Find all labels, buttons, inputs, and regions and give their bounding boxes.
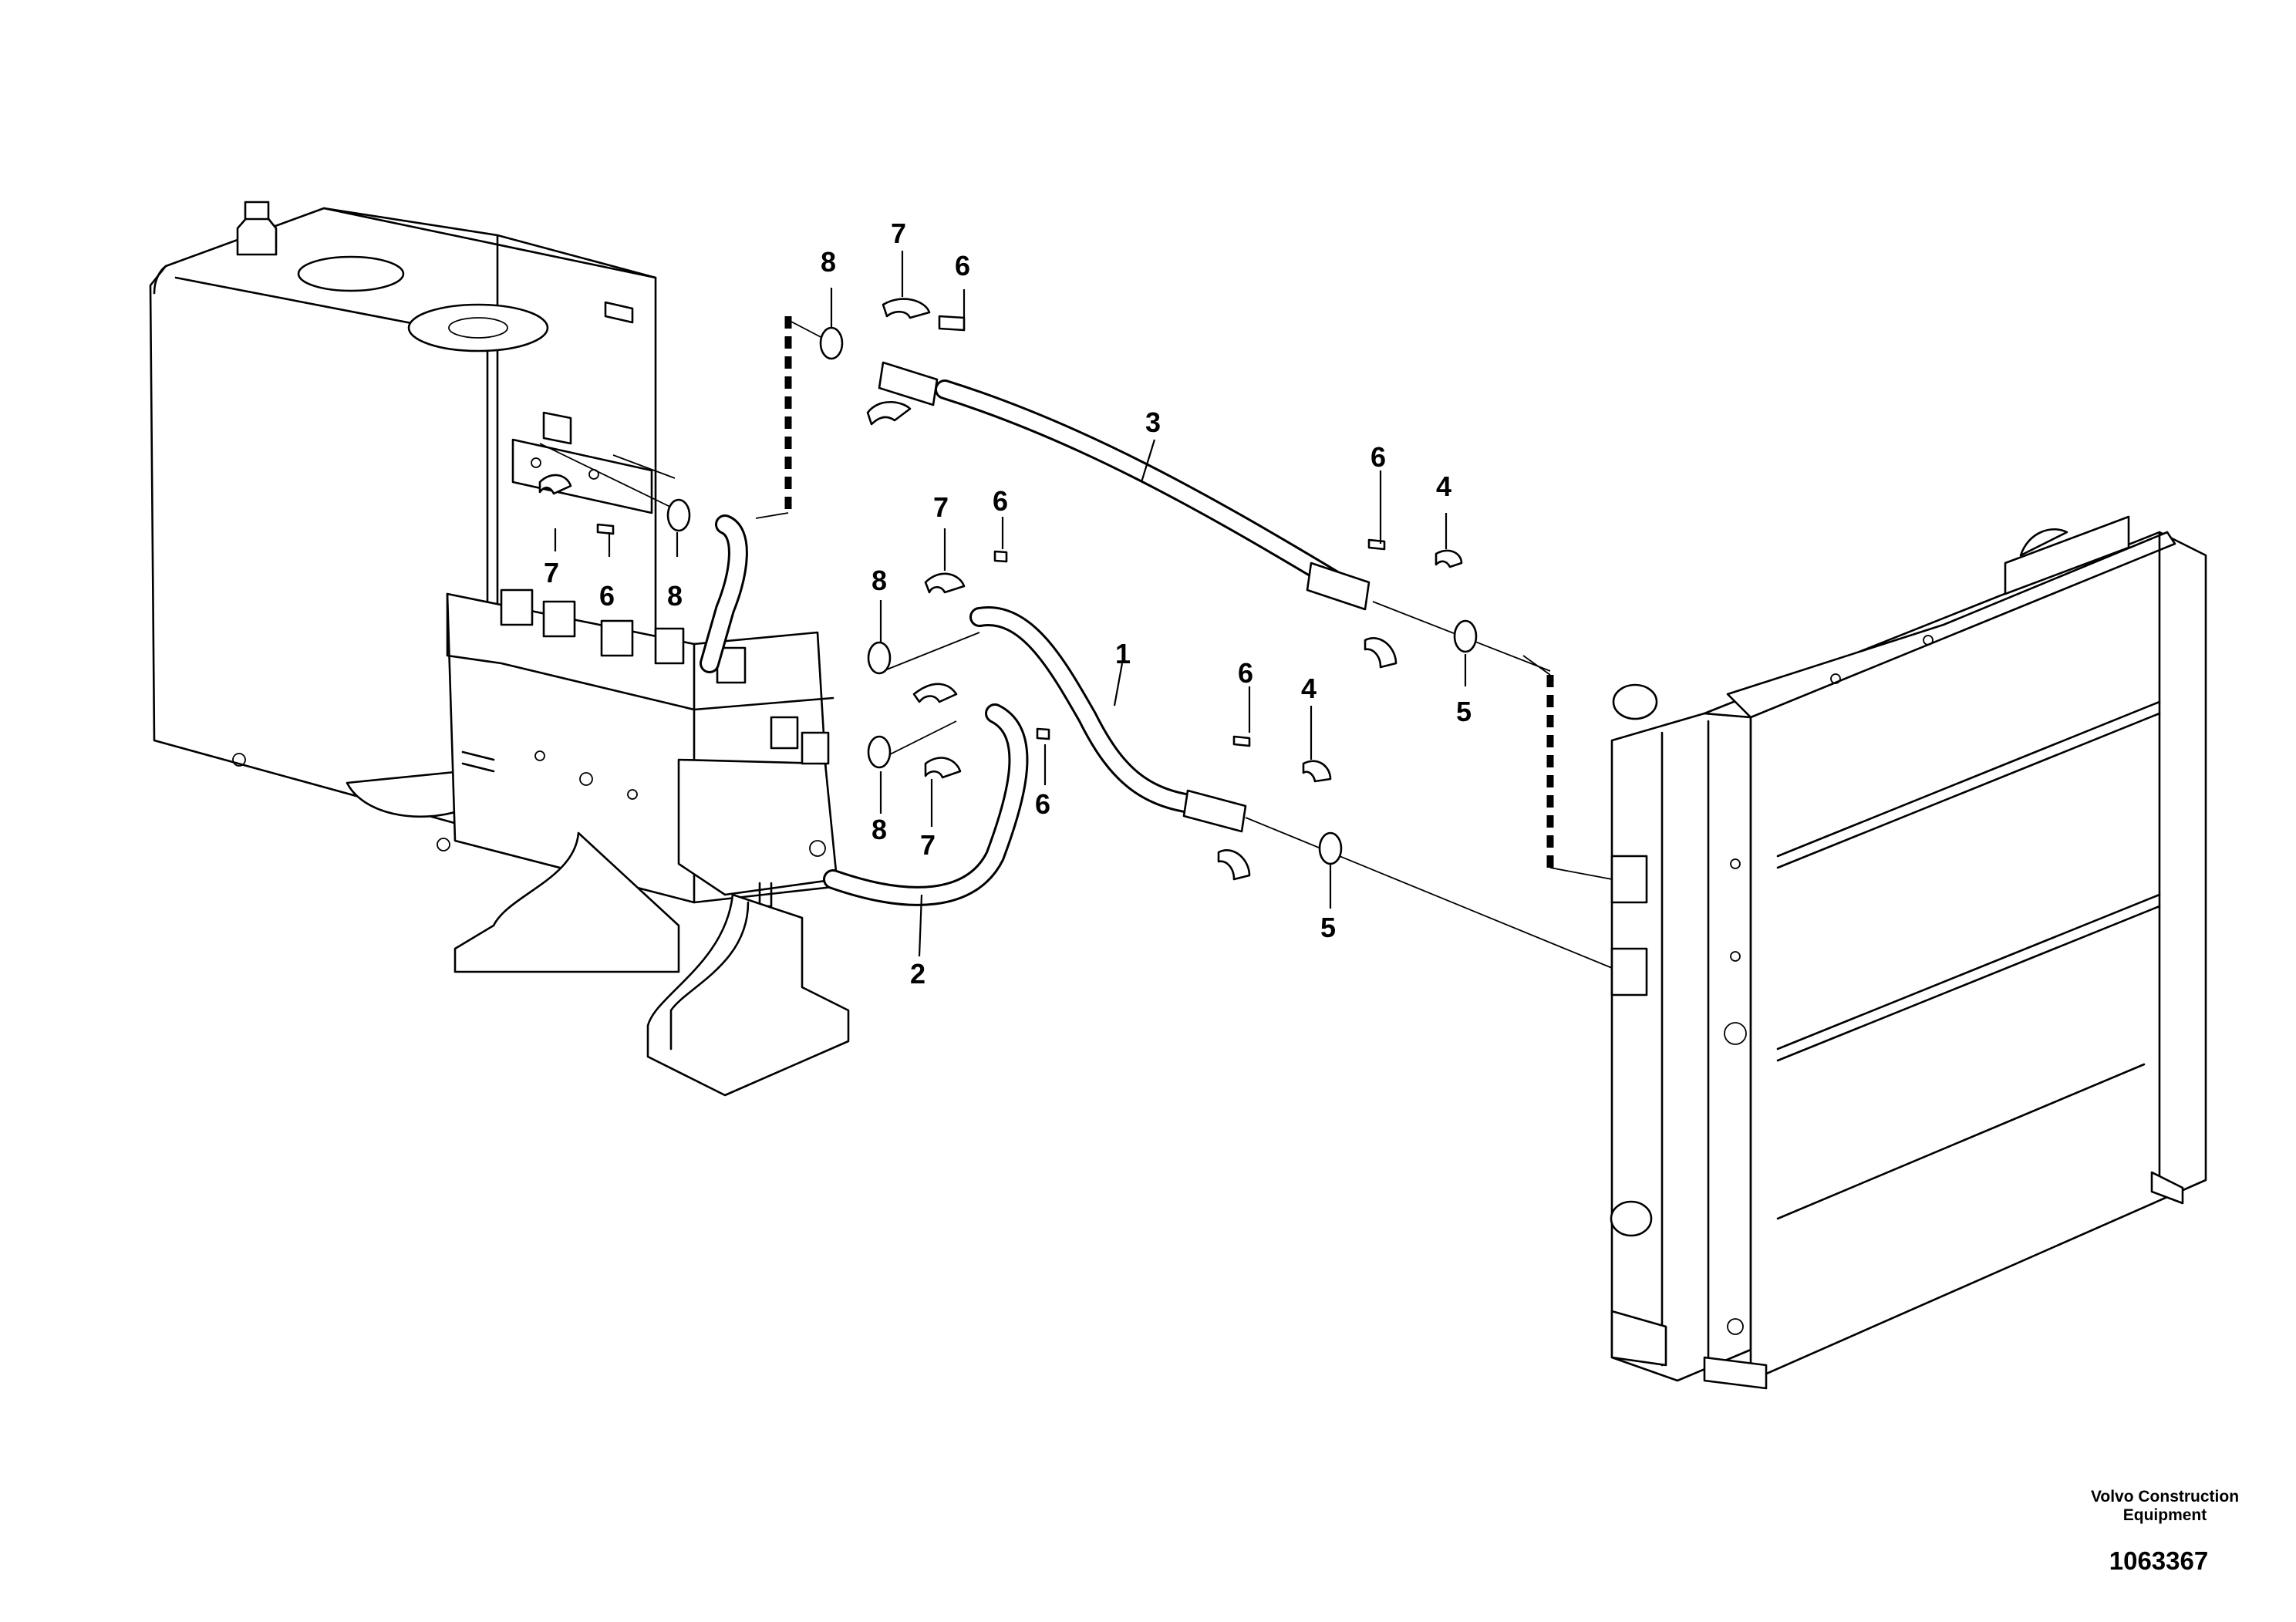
callout-5: 5 [1456, 696, 1472, 727]
brand-line-1: Volvo Construction [2090, 1488, 2240, 1506]
callouts: 8 7 6 3 6 4 5 7 6 8 7 6 8 1 6 4 5 8 7 6 … [544, 218, 1472, 990]
hose-3 [878, 361, 1371, 611]
callout-8: 8 [667, 580, 683, 612]
callout-6: 6 [955, 250, 970, 282]
control-valve [446, 588, 850, 1097]
callout-7: 7 [920, 829, 936, 861]
callout-4: 4 [1436, 470, 1451, 502]
callout-7: 7 [933, 491, 949, 523]
callout-2: 2 [910, 958, 925, 990]
document-number: 1063367 [2109, 1546, 2209, 1575]
brand-label: Volvo Construction Equipment [2065, 1488, 2265, 1525]
tank-return-hose [700, 514, 748, 673]
callout-6: 6 [599, 580, 615, 612]
brand-line-2: Equipment [2122, 1506, 2207, 1524]
leader-lines [554, 251, 1467, 957]
callout-6: 6 [1238, 657, 1253, 689]
callout-8: 8 [872, 814, 887, 845]
callout-3: 3 [1145, 406, 1161, 438]
callout-6: 6 [1371, 441, 1386, 473]
hose-1 [969, 606, 1247, 833]
callout-7: 7 [544, 557, 559, 588]
callout-5: 5 [1320, 912, 1336, 943]
callout-6: 6 [993, 485, 1008, 517]
callout-8: 8 [872, 565, 887, 596]
callout-8: 8 [821, 246, 836, 278]
hose-2 [823, 703, 1029, 906]
oil-cooler [1610, 515, 2207, 1390]
callout-6: 6 [1035, 788, 1050, 820]
callout-4: 4 [1301, 673, 1317, 704]
fittings [538, 298, 1478, 881]
callout-7: 7 [891, 218, 906, 249]
callout-1: 1 [1115, 638, 1131, 669]
